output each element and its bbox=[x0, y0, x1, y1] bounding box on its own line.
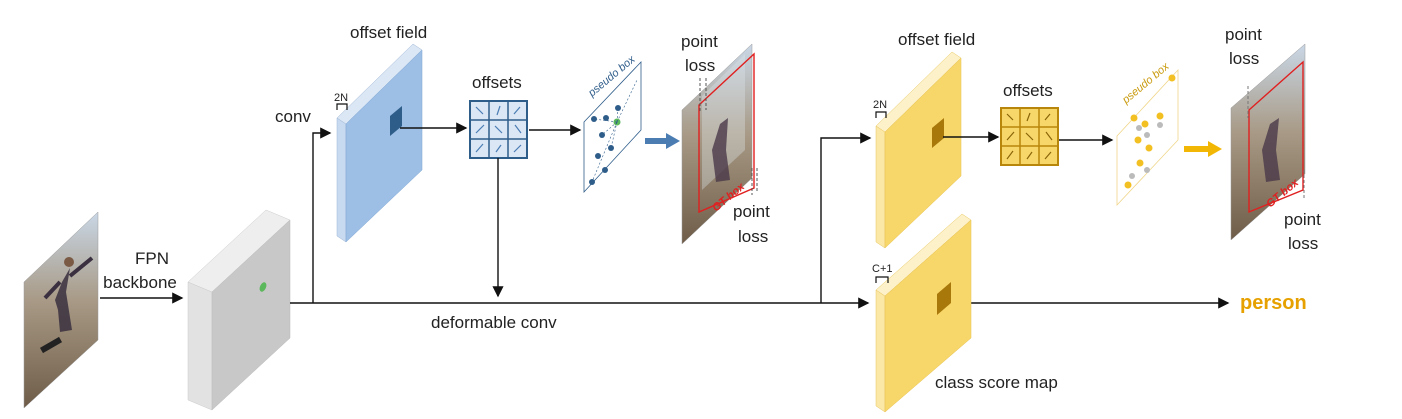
feature-point bbox=[259, 282, 267, 292]
result-image-2 bbox=[1230, 43, 1306, 241]
dim-2n-label-1: 2N bbox=[334, 92, 348, 104]
result-image-1 bbox=[681, 43, 758, 245]
point-loss-top-2a: point bbox=[1225, 25, 1262, 44]
point-loss-top-2b: loss bbox=[1229, 49, 1259, 68]
point-loss-bottom-2b: loss bbox=[1288, 234, 1318, 253]
offsets-label-2: offsets bbox=[1003, 81, 1053, 100]
offset-field-label-2: offset field bbox=[898, 30, 975, 49]
point-loss-bottom-2a: point bbox=[1284, 210, 1321, 229]
right-branch-line bbox=[820, 132, 872, 303]
offset-field-label-1: offset field bbox=[350, 23, 427, 42]
conv-label: conv bbox=[275, 107, 311, 126]
class-score-map bbox=[875, 213, 972, 413]
dim-bracket-2 bbox=[875, 111, 887, 118]
offset-field-blue bbox=[336, 43, 423, 243]
dim-bracket-c1 bbox=[875, 276, 889, 283]
fpn-label: FPN bbox=[135, 249, 169, 268]
deformable-conv-label: deformable conv bbox=[431, 313, 557, 332]
point-loss-top-1b: loss bbox=[685, 56, 715, 75]
class-score-map-label: class score map bbox=[935, 373, 1058, 392]
offsets-grid-yellow bbox=[1000, 107, 1059, 166]
offsets-grid-blue bbox=[469, 100, 528, 159]
feature-map bbox=[187, 209, 291, 411]
dim-bracket-1 bbox=[336, 103, 348, 110]
backbone-label: backbone bbox=[103, 273, 177, 292]
pseudo-box-yellow bbox=[1116, 68, 1179, 207]
dim-2n-label-2: 2N bbox=[873, 99, 887, 111]
input-image bbox=[23, 211, 99, 409]
pseudo-box-blue bbox=[583, 60, 642, 194]
conv-branch-line bbox=[312, 127, 332, 303]
point-loss-bottom-1a: point bbox=[733, 202, 770, 221]
person-label: person bbox=[1240, 292, 1307, 314]
point-loss-top-1a: point bbox=[681, 32, 718, 51]
offsets-label-1: offsets bbox=[472, 73, 522, 92]
point-loss-bottom-1b: loss bbox=[738, 227, 768, 246]
dim-c1-label: C+1 bbox=[872, 263, 893, 275]
offset-field-yellow bbox=[875, 51, 962, 249]
